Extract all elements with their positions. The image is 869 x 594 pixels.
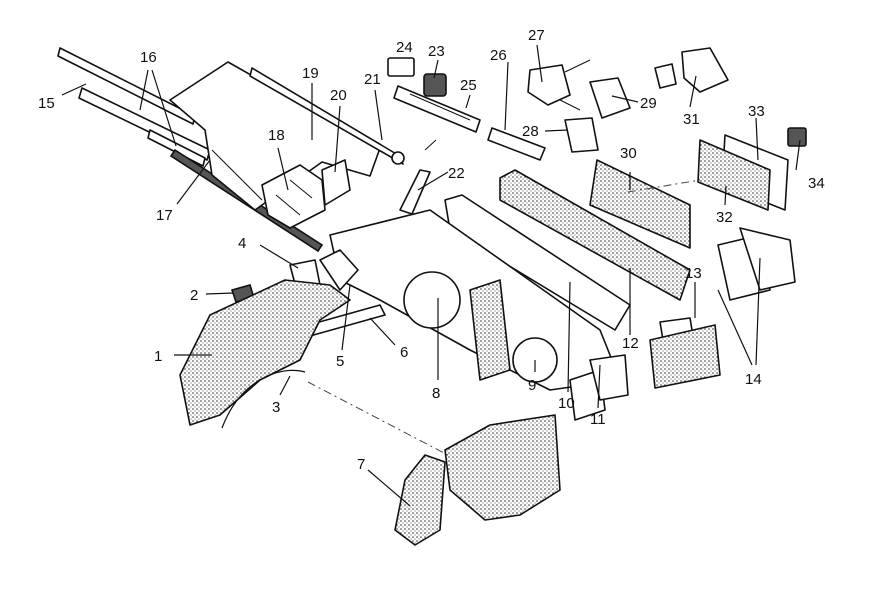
callout-29: 29 [640, 95, 657, 112]
part-14-grille-c [739, 227, 796, 291]
callout-2: 2 [190, 287, 198, 304]
callout-21: 21 [364, 71, 381, 88]
callout-8: 8 [432, 385, 440, 402]
callout-22: 22 [448, 165, 465, 182]
part-12-dash-pad [499, 169, 691, 301]
callout-24: 24 [396, 39, 413, 56]
part-34-clip [787, 127, 807, 147]
callout-11: 11 [590, 411, 606, 428]
callout-6: 6 [400, 344, 408, 361]
callout-1: 1 [154, 348, 162, 365]
callout-19: 19 [302, 65, 319, 82]
part-20-hinge [321, 159, 351, 206]
callout-10: 10 [558, 395, 575, 412]
part-26-badge [487, 127, 546, 161]
part-28-latch [564, 117, 599, 153]
callout-30: 30 [620, 145, 637, 162]
part-27-lock [527, 64, 571, 106]
callout-13: 13 [685, 265, 702, 282]
callout-26: 26 [490, 47, 507, 64]
part-dash-center [469, 279, 511, 381]
part-18-bracket [261, 164, 326, 229]
callout-32: 32 [716, 209, 733, 226]
part-24-emblem [387, 57, 415, 77]
part-3-arch [221, 369, 306, 429]
part-31-lock-cylinder [681, 47, 729, 93]
part-7-lower-left [394, 454, 446, 546]
part-25-badge [393, 85, 481, 133]
callout-28: 28 [522, 123, 539, 140]
callout-16: 16 [140, 49, 157, 66]
part-5-bracket [319, 249, 359, 291]
callout-31: 31 [683, 111, 700, 128]
part-22-strut [399, 169, 431, 215]
callout-23: 23 [428, 43, 445, 60]
part-30-panel [589, 159, 691, 249]
part-8-gauge [403, 271, 461, 329]
callout-17: 17 [156, 207, 173, 224]
callout-3: 3 [272, 399, 280, 416]
part-32-plate [697, 139, 771, 211]
callout-25: 25 [460, 77, 477, 94]
part-23-emblem [423, 73, 447, 97]
callout-12: 12 [622, 335, 639, 352]
part-21-rail [249, 67, 404, 165]
callout-18: 18 [268, 127, 285, 144]
part-1-side-panel [179, 279, 351, 426]
part-14-grille [649, 324, 721, 389]
callout-27: 27 [528, 27, 545, 44]
callout-4: 4 [238, 235, 246, 252]
leaders [61, 44, 801, 507]
part-16-trim-strip [78, 87, 211, 161]
callout-20: 20 [330, 87, 347, 104]
part-7-lower-assembly [444, 414, 561, 521]
part-16-trim-strip-b [147, 129, 206, 167]
callout-9: 9 [528, 377, 536, 394]
part-29-bracket [589, 77, 631, 119]
part-15-trim-strip [57, 47, 196, 125]
callout-5: 5 [336, 353, 344, 370]
callout-14: 14 [745, 371, 762, 388]
callout-7: 7 [357, 456, 365, 473]
callout-34: 34 [808, 175, 825, 192]
callout-33: 33 [748, 103, 765, 120]
callout-15: 15 [38, 95, 55, 112]
